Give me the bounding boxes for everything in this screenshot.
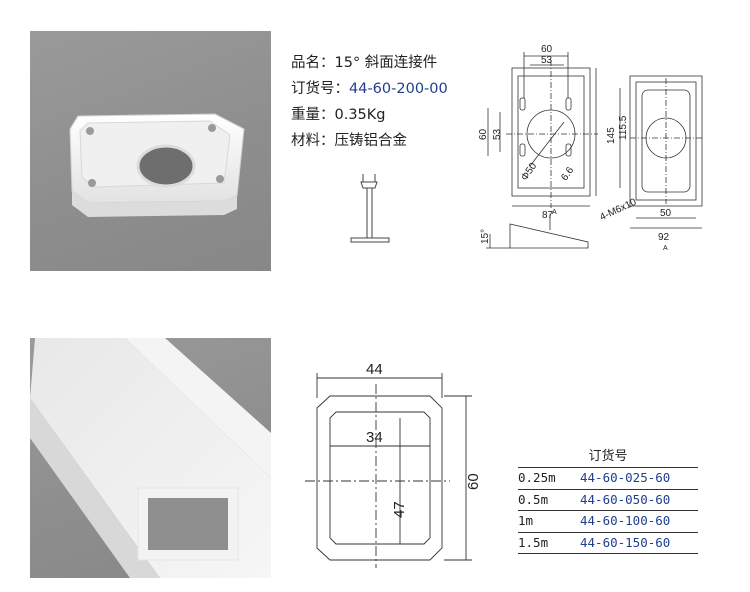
dim-92: 92 bbox=[658, 232, 670, 243]
order-number-value: 44-60-200-00 bbox=[349, 81, 448, 97]
length-cell: 0.25m bbox=[518, 470, 556, 485]
material-value: 压铸铝合金 bbox=[334, 133, 408, 149]
length-cell: 1m bbox=[518, 513, 534, 528]
dim-outer-height: 60 bbox=[465, 473, 482, 490]
dim-top-60: 60 bbox=[541, 44, 553, 55]
dim-87: 87 bbox=[542, 210, 554, 221]
product-name-label: 品名： bbox=[291, 55, 335, 71]
tube-drawing: 44 34 47 60 bbox=[305, 361, 482, 568]
dim-left-60: 60 bbox=[478, 128, 489, 140]
bracket-drawing: 60 53 60 53 145 Φ50 6.6 87 115.5 4-M6x10… bbox=[478, 44, 704, 252]
weight-label: 重量： bbox=[291, 107, 335, 123]
label-a-right: A bbox=[663, 245, 668, 252]
length-cell: 1.5m bbox=[518, 534, 549, 550]
product-name-row: 品名：15° 斜面连接件 bbox=[291, 50, 448, 76]
table-row: 1.5m 44-60-150-60 bbox=[518, 531, 698, 554]
dim-phi50: Φ50 bbox=[519, 161, 539, 183]
order-number-row: 订货号：44-60-200-00 bbox=[291, 76, 448, 102]
code-cell: 44-60-025-60 bbox=[580, 470, 671, 485]
product-specs: 品名：15° 斜面连接件 订货号：44-60-200-00 重量：0.35Kg … bbox=[291, 50, 448, 154]
dim-inner-width: 34 bbox=[366, 429, 383, 446]
label-a-profile: A bbox=[552, 209, 557, 216]
table-row: 1m 44-60-100-60 bbox=[518, 510, 698, 532]
dim-top-53: 53 bbox=[541, 55, 553, 66]
order-table: 订货号 0.25m 44-60-025-60 0.5m 44-60-050-60… bbox=[518, 447, 698, 554]
dim-left-53: 53 bbox=[492, 128, 503, 140]
dim-115-5: 115.5 bbox=[618, 115, 629, 140]
dim-inner-height: 47 bbox=[391, 501, 408, 518]
dim-6-6: 6.6 bbox=[559, 165, 576, 183]
table-row: 0.5m 44-60-050-60 bbox=[518, 488, 698, 511]
weight-row: 重量：0.35Kg bbox=[291, 102, 448, 128]
order-table-header: 订货号 bbox=[588, 449, 628, 464]
dim-15-degree: 15° bbox=[480, 229, 491, 244]
length-cell: 0.5m bbox=[518, 491, 549, 507]
code-cell: 44-60-100-60 bbox=[580, 513, 671, 528]
material-row: 材料：压铸铝合金 bbox=[291, 128, 448, 154]
dim-50: 50 bbox=[660, 208, 672, 219]
material-label: 材料： bbox=[291, 133, 335, 149]
dim-145: 145 bbox=[606, 127, 617, 144]
dim-outer-width: 44 bbox=[366, 361, 383, 378]
tube-photo bbox=[30, 338, 271, 578]
mount-sketch bbox=[350, 174, 390, 243]
table-row: 0.25m 44-60-025-60 bbox=[518, 467, 698, 489]
order-number-label: 订货号： bbox=[291, 81, 349, 97]
bracket-photo bbox=[30, 31, 271, 271]
code-cell: 44-60-150-60 bbox=[580, 534, 671, 550]
code-cell: 44-60-050-60 bbox=[580, 491, 671, 507]
weight-value: 0.35Kg bbox=[334, 107, 386, 123]
dim-4-m6x10: 4-M6x10 bbox=[598, 197, 638, 224]
product-name-value: 15° 斜面连接件 bbox=[334, 55, 438, 71]
